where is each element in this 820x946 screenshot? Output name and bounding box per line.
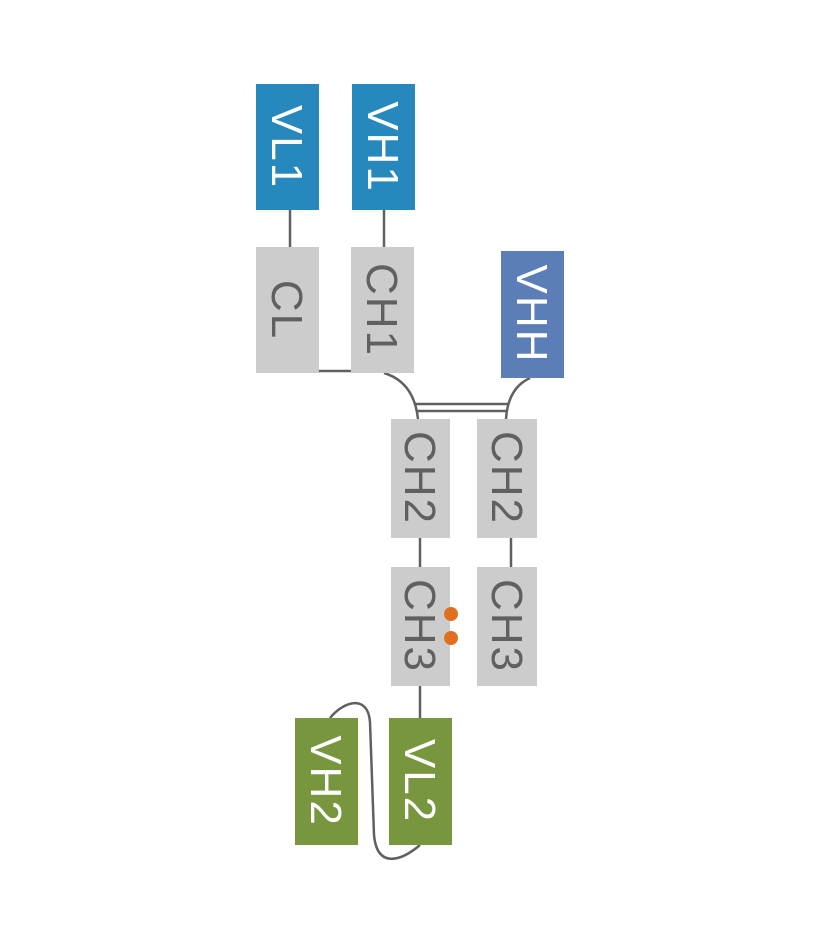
- domain-vl2: VL2: [389, 718, 452, 845]
- ch2-left-label: CH2: [395, 431, 444, 525]
- vhh-label: VHH: [507, 265, 556, 364]
- cl-label: CL: [262, 280, 311, 340]
- domain-cl: CL: [256, 247, 319, 373]
- vl2-label: VL2: [395, 739, 444, 823]
- ch2-right-label: CH2: [482, 431, 531, 525]
- knob-dot-1: [444, 607, 458, 621]
- domain-ch3-right: CH3: [477, 567, 537, 686]
- ch3-left-label: CH3: [395, 579, 444, 673]
- vl1-label: VL1: [262, 105, 311, 189]
- domain-ch2-left: CH2: [391, 419, 450, 538]
- vh2-vl2-linker: [329, 702, 421, 860]
- ch1-label: CH1: [357, 263, 406, 357]
- connectors: [288, 210, 531, 860]
- knob-dot-2: [444, 631, 458, 645]
- domain-ch1: CH1: [351, 247, 414, 373]
- domain-ch3-left: CH3: [391, 567, 450, 686]
- domain-vl1: VL1: [256, 84, 319, 210]
- domain-vhh: VHH: [501, 251, 564, 378]
- ch3-right-label: CH3: [482, 579, 531, 673]
- vhh-hinge-link: [504, 376, 531, 420]
- vh2-label: VH2: [301, 735, 350, 827]
- vh1-label: VH1: [358, 101, 407, 193]
- domain-vh2: VH2: [295, 718, 358, 845]
- ch1-hinge-link: [383, 371, 420, 420]
- domain-vh1: VH1: [352, 84, 415, 210]
- domain-ch2-right: CH2: [477, 419, 537, 538]
